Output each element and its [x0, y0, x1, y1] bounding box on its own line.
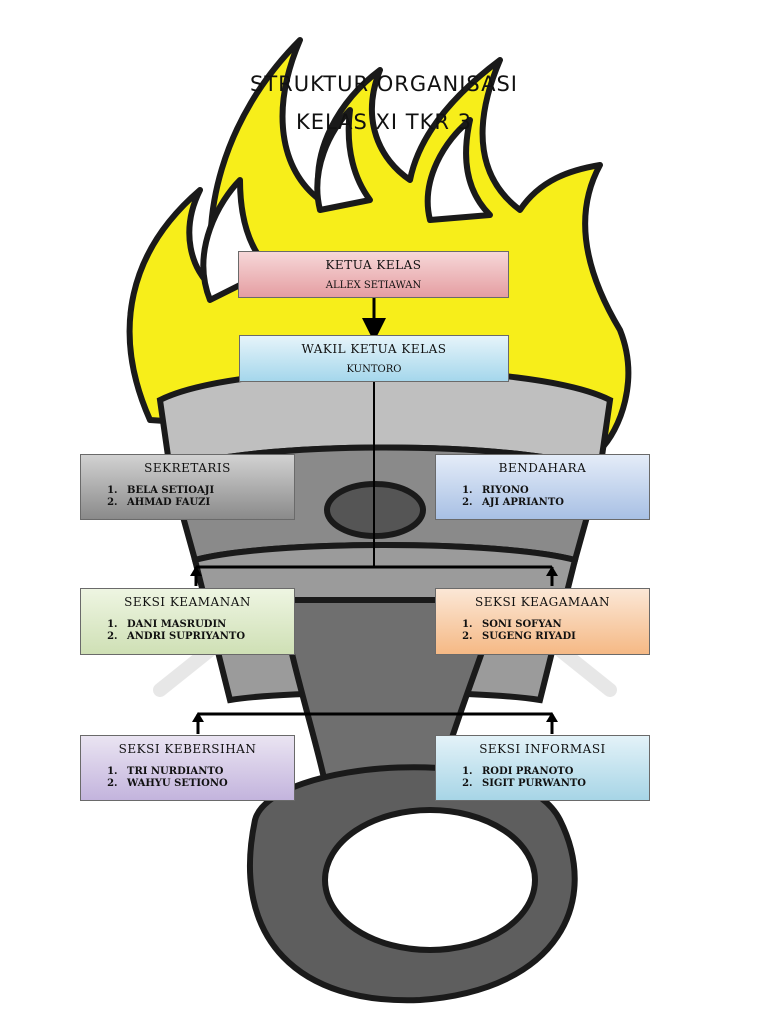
seksi-keamanan-members: DANI MASRUDIN ANDRI SUPRIYANTO: [81, 619, 294, 643]
sekretaris-box: SEKRETARIS BELA SETIOAJI AHMAD FAUZI: [80, 454, 295, 520]
seksi-informasi-members: RODI PRANOTO SIGIT PURWANTO: [436, 766, 649, 790]
wakil-ketua-box: WAKIL KETUA KELAS KUNTORO: [239, 335, 509, 382]
wakil-ketua-name: KUNTORO: [346, 364, 402, 375]
list-item: RODI PRANOTO: [476, 766, 649, 778]
list-item: SONI SOFYAN: [476, 619, 649, 631]
wakil-ketua-label: WAKIL KETUA KELAS: [301, 342, 447, 356]
list-item: SIGIT PURWANTO: [476, 778, 649, 790]
seksi-informasi-box: SEKSI INFORMASI RODI PRANOTO SIGIT PURWA…: [435, 735, 650, 801]
chart-title-line2: KELAS XI TKR 3: [295, 110, 473, 134]
chart-title-line1: STRUKTUR ORGANISASI: [250, 72, 518, 96]
seksi-keamanan-label: SEKSI KEAMANAN: [124, 595, 251, 609]
list-item: WAHYU SETIONO: [121, 778, 294, 790]
list-item: AJI APRIANTO: [476, 497, 649, 509]
ketua-kelas-box: KETUA KELAS ALLEX SETIAWAN: [238, 251, 509, 298]
sekretaris-members: BELA SETIOAJI AHMAD FAUZI: [81, 485, 294, 509]
bendahara-label: BENDAHARA: [498, 461, 587, 475]
seksi-keamanan-box: SEKSI KEAMANAN DANI MASRUDIN ANDRI SUPRI…: [80, 588, 295, 655]
ketua-kelas-label: KETUA KELAS: [325, 258, 422, 272]
seksi-kebersihan-members: TRI NURDIANTO WAHYU SETIONO: [81, 766, 294, 790]
ketua-kelas-name: ALLEX SETIAWAN: [325, 280, 422, 291]
list-item: RIYONO: [476, 485, 649, 497]
seksi-kebersihan-label: SEKSI KEBERSIHAN: [118, 742, 257, 756]
list-item: AHMAD FAUZI: [121, 497, 294, 509]
list-item: BELA SETIOAJI: [121, 485, 294, 497]
seksi-keagamaan-label: SEKSI KEAGAMAAN: [475, 595, 610, 609]
bendahara-members: RIYONO AJI APRIANTO: [436, 485, 649, 509]
list-item: SUGENG RIYADI: [476, 631, 649, 643]
list-item: DANI MASRUDIN: [121, 619, 294, 631]
sekretaris-label: SEKRETARIS: [144, 461, 231, 475]
seksi-kebersihan-box: SEKSI KEBERSIHAN TRI NURDIANTO WAHYU SET…: [80, 735, 295, 801]
seksi-keagamaan-members: SONI SOFYAN SUGENG RIYADI: [436, 619, 649, 643]
bendahara-box: BENDAHARA RIYONO AJI APRIANTO: [435, 454, 650, 520]
seksi-informasi-label: SEKSI INFORMASI: [479, 742, 606, 756]
list-item: TRI NURDIANTO: [121, 766, 294, 778]
list-item: ANDRI SUPRIYANTO: [121, 631, 294, 643]
seksi-keagamaan-box: SEKSI KEAGAMAAN SONI SOFYAN SUGENG RIYAD…: [435, 588, 650, 655]
